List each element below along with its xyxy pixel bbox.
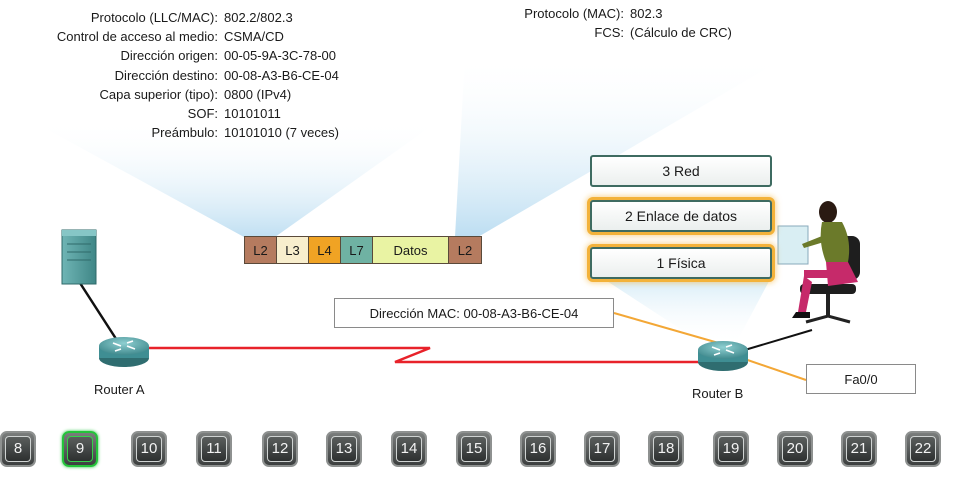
step-pager: 8 9 10 11 12 13 14 15 16 17 18 19 20 21 … [0, 431, 958, 471]
info-value: 10101010 (7 veces) [224, 125, 339, 141]
page-button-17[interactable]: 17 [584, 431, 620, 467]
info-label: Capa superior (tipo): [99, 86, 219, 102]
info-row-fcs: FCS: (Cálculo de CRC) [430, 23, 732, 42]
info-label: FCS: [594, 25, 624, 41]
info-value: 10101011 [224, 106, 281, 122]
server-link [78, 282, 122, 346]
interface-callout: Fa0/0 [806, 364, 916, 394]
info-row-sof: SOF: 10101011 [0, 104, 339, 123]
info-row-protocol: Protocolo (LLC/MAC): 802.2/802.3 [0, 8, 339, 27]
page-button-12[interactable]: 12 [262, 431, 298, 467]
page-number: 8 [5, 436, 31, 462]
beam-right [455, 55, 790, 237]
page-button-21[interactable]: 21 [841, 431, 877, 467]
mac-address-callout: Dirección MAC: 00-08-A3-B6-CE-04 [334, 298, 614, 328]
info-label: Protocolo (MAC): [524, 6, 624, 21]
info-label: Control de acceso al medio: [56, 29, 218, 45]
page-button-15[interactable]: 15 [456, 431, 492, 467]
frame-segment-data: Datos [373, 237, 449, 263]
ethernet-frame: L2 L3 L4 L7 Datos L2 [244, 236, 482, 264]
page-number: 14 [396, 436, 422, 462]
page-number: 12 [267, 436, 293, 462]
page-number: 18 [653, 436, 679, 462]
page-button-8[interactable]: 8 [0, 431, 36, 467]
info-value: 00-08-A3-B6-CE-04 [224, 67, 339, 83]
page-button-19[interactable]: 19 [713, 431, 749, 467]
frame-segment-l4: L4 [309, 237, 341, 263]
info-row-access: Control de acceso al medio: CSMA/CD [0, 27, 339, 46]
info-label: Dirección origen: [120, 48, 218, 64]
server-icon [61, 229, 97, 285]
page-number: 15 [461, 436, 487, 462]
info-value: 0800 (IPv4) [224, 86, 292, 102]
user-arrow-line [737, 329, 813, 353]
page-number: 19 [718, 436, 744, 462]
page-button-20[interactable]: 20 [777, 431, 813, 467]
info-value: 802.2/802.3 [224, 10, 293, 25]
layer-network: 3 Red [590, 155, 772, 187]
info-value: (Cálculo de CRC) [630, 25, 732, 41]
page-number: 11 [201, 436, 227, 462]
info-row-source: Dirección origen: 00-05-9A-3C-78-00 [0, 46, 339, 65]
info-row-destination: Dirección destino: 00-08-A3-B6-CE-04 [0, 66, 339, 85]
page-number: 13 [331, 436, 357, 462]
page-button-10[interactable]: 10 [131, 431, 167, 467]
info-label: SOF: [187, 106, 218, 122]
beam-left [30, 120, 440, 237]
frame-segment-l2-trailer: L2 [449, 237, 481, 263]
page-button-11[interactable]: 11 [196, 431, 232, 467]
page-button-13[interactable]: 13 [326, 431, 362, 467]
beam-router [590, 270, 775, 345]
router-icon [99, 337, 149, 367]
page-number: 10 [136, 436, 162, 462]
frame-segment-l7: L7 [341, 237, 373, 263]
layer-physical: 1 Física [590, 247, 772, 279]
info-value: CSMA/CD [224, 29, 284, 45]
info-row-type: Capa superior (tipo): 0800 (IPv4) [0, 85, 339, 104]
serial-link [142, 346, 705, 364]
page-number: 22 [910, 436, 936, 462]
frame-info-right: Protocolo (MAC): 802.3 FCS: (Cálculo de CR… [430, 4, 732, 42]
router-b-label: Router B [692, 386, 744, 401]
page-button-16[interactable]: 16 [520, 431, 556, 467]
info-value: 00-05-9A-3C-78-00 [224, 48, 337, 64]
frame-segment-l3: L3 [277, 237, 309, 263]
page-number: 21 [846, 436, 872, 462]
frame-info-left: Protocolo (LLC/MAC): 802.2/802.3 Control … [0, 8, 339, 142]
page-button-9[interactable]: 9 [62, 431, 98, 467]
user-workstation-icon [777, 201, 860, 324]
page-number: 9 [67, 436, 93, 462]
layer-data-link: 2 Enlace de datos [590, 200, 772, 232]
info-label: Preámbulo: [151, 125, 218, 141]
network-diagram [61, 201, 860, 381]
page-button-14[interactable]: 14 [391, 431, 427, 467]
router-a-label: Router A [94, 382, 145, 397]
info-row-preamble: Preámbulo: 10101010 (7 veces) [0, 123, 339, 142]
page-button-22[interactable]: 22 [905, 431, 941, 467]
page-number: 17 [589, 436, 615, 462]
info-row-mac-protocol: Protocolo (MAC): 802.3 [430, 4, 732, 23]
page-number: 16 [525, 436, 551, 462]
info-value: 802.3 [630, 6, 663, 21]
frame-segment-l2-header: L2 [245, 237, 277, 263]
page-button-18[interactable]: 18 [648, 431, 684, 467]
info-label: Dirección destino: [114, 67, 218, 83]
info-label: Protocolo (LLC/MAC): [90, 10, 218, 25]
router-icon [698, 341, 748, 371]
page-number: 20 [782, 436, 808, 462]
